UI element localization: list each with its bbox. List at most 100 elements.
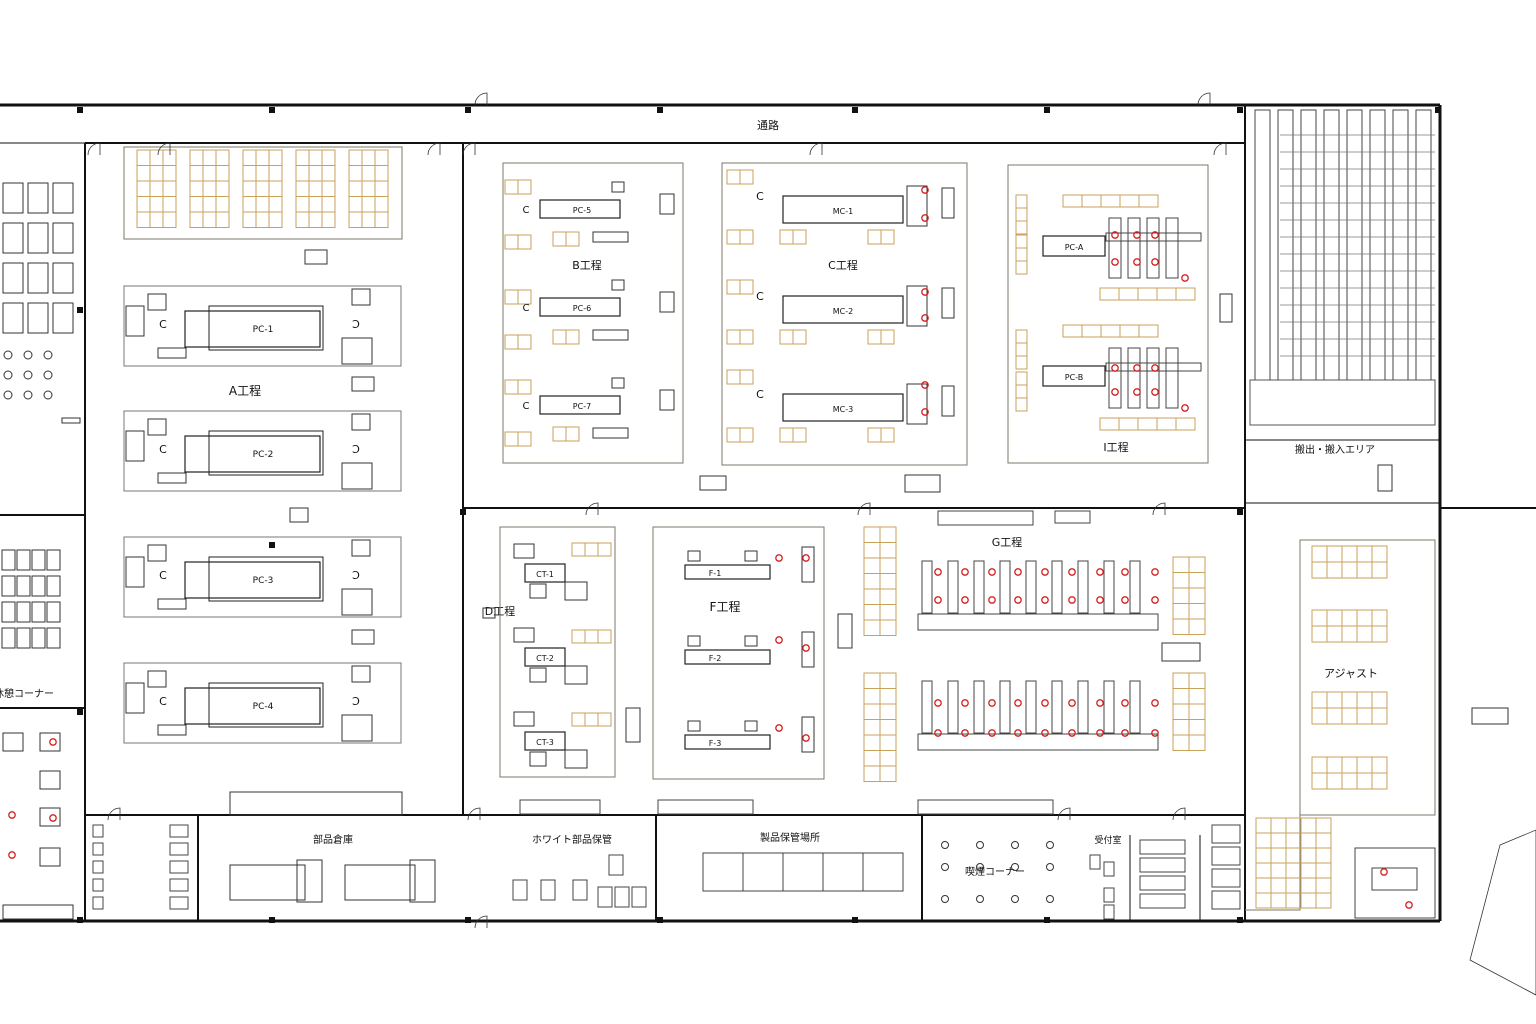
cabinet xyxy=(941,287,955,319)
column xyxy=(269,542,275,548)
stool xyxy=(941,895,949,903)
rack-cell xyxy=(517,179,532,195)
office-desk xyxy=(16,549,31,571)
stool xyxy=(23,370,33,380)
person-marker xyxy=(934,729,942,737)
office-desk xyxy=(16,627,31,649)
vehicle xyxy=(296,859,323,903)
rack-cell xyxy=(739,279,754,295)
rack-cell xyxy=(308,180,323,197)
rack-cell xyxy=(1138,324,1159,338)
rack-cell xyxy=(202,149,217,166)
rack-cell xyxy=(504,431,519,447)
rack-cell xyxy=(1172,703,1190,720)
office-desk xyxy=(16,575,31,597)
rack-cell xyxy=(1015,355,1028,370)
equipment xyxy=(304,249,328,265)
person-marker xyxy=(934,596,942,604)
stool xyxy=(23,390,33,400)
rack-cell xyxy=(517,379,532,395)
person-marker xyxy=(1121,729,1129,737)
office-desk xyxy=(2,262,24,294)
cart xyxy=(157,598,187,610)
label-bottom-corner: 休憩コーナー xyxy=(0,687,54,700)
workbench xyxy=(1127,217,1141,279)
rack-cell xyxy=(1300,847,1317,864)
zone-g-workstations xyxy=(519,510,1159,815)
rack-cell xyxy=(1371,756,1388,774)
machine-label: MC-1 xyxy=(833,207,853,216)
machine-body xyxy=(782,295,904,324)
locker xyxy=(169,842,189,856)
rack-cell xyxy=(1371,707,1388,725)
locker xyxy=(92,896,104,910)
rack-cell xyxy=(1315,862,1332,879)
rack-cell xyxy=(1311,545,1328,563)
person-marker xyxy=(1151,596,1159,604)
rack-cell xyxy=(1100,194,1121,208)
machine-cell-outline xyxy=(123,662,402,744)
rack-cell xyxy=(1371,691,1388,709)
office-chair xyxy=(39,847,61,867)
cabinet xyxy=(659,389,675,411)
door-swing xyxy=(809,142,823,156)
door-swing xyxy=(1152,502,1166,516)
door-swing xyxy=(1197,92,1211,106)
rack-cell xyxy=(863,619,881,636)
equipment xyxy=(289,507,309,523)
rack-cell xyxy=(361,211,376,228)
machine-body xyxy=(539,199,621,219)
rack-cell xyxy=(1326,756,1343,774)
rack-cell xyxy=(1015,397,1028,412)
doors xyxy=(87,92,1536,996)
machine-body xyxy=(524,731,566,751)
rack-cell xyxy=(149,211,164,228)
shelf-unit xyxy=(1392,109,1409,381)
rack-cell xyxy=(1285,877,1302,894)
machine-d: CT-3 xyxy=(513,711,588,769)
rack-cell xyxy=(1356,691,1373,709)
rack-cell xyxy=(863,604,881,621)
machine-label: PC-B xyxy=(1065,373,1084,382)
machine-body xyxy=(524,563,566,583)
person-marker xyxy=(1151,729,1159,737)
rack-small xyxy=(726,427,754,443)
operator-symbol: C xyxy=(159,569,167,582)
monitor xyxy=(744,550,758,562)
workbench xyxy=(1165,217,1179,279)
locker xyxy=(92,860,104,874)
stool xyxy=(941,863,949,871)
cabinet xyxy=(512,879,528,901)
rack-cell xyxy=(1172,734,1190,751)
office-desk xyxy=(52,302,74,334)
column xyxy=(1237,509,1243,515)
equipment xyxy=(482,607,496,619)
door-swing xyxy=(107,807,121,821)
rack-cell xyxy=(1356,772,1373,790)
rack-small xyxy=(1062,324,1159,338)
monitor xyxy=(611,181,625,193)
machine-c: MC-1C xyxy=(756,185,955,227)
locker xyxy=(92,878,104,892)
equipment xyxy=(837,613,853,649)
person-marker xyxy=(961,729,969,737)
operator-symbol: Ͻ xyxy=(352,695,360,708)
rack-cell xyxy=(374,211,389,228)
rack-small xyxy=(571,542,612,557)
person-marker xyxy=(1041,568,1049,576)
rack-cell xyxy=(308,211,323,228)
rack-cell xyxy=(1315,817,1332,834)
person-marker xyxy=(1014,596,1022,604)
stool xyxy=(1011,863,1019,871)
control-panel xyxy=(906,285,928,327)
rack-cell xyxy=(1341,561,1358,579)
label-bottom-left-room: 部品倉庫 xyxy=(313,833,353,846)
rack-small xyxy=(867,329,895,345)
rack-cell xyxy=(1015,247,1028,262)
bottom-rooms-furniture xyxy=(92,824,1436,920)
rack-cell xyxy=(1015,384,1028,399)
rack-cell xyxy=(597,542,612,557)
door-swing xyxy=(462,142,476,156)
rack-cell xyxy=(879,719,897,736)
